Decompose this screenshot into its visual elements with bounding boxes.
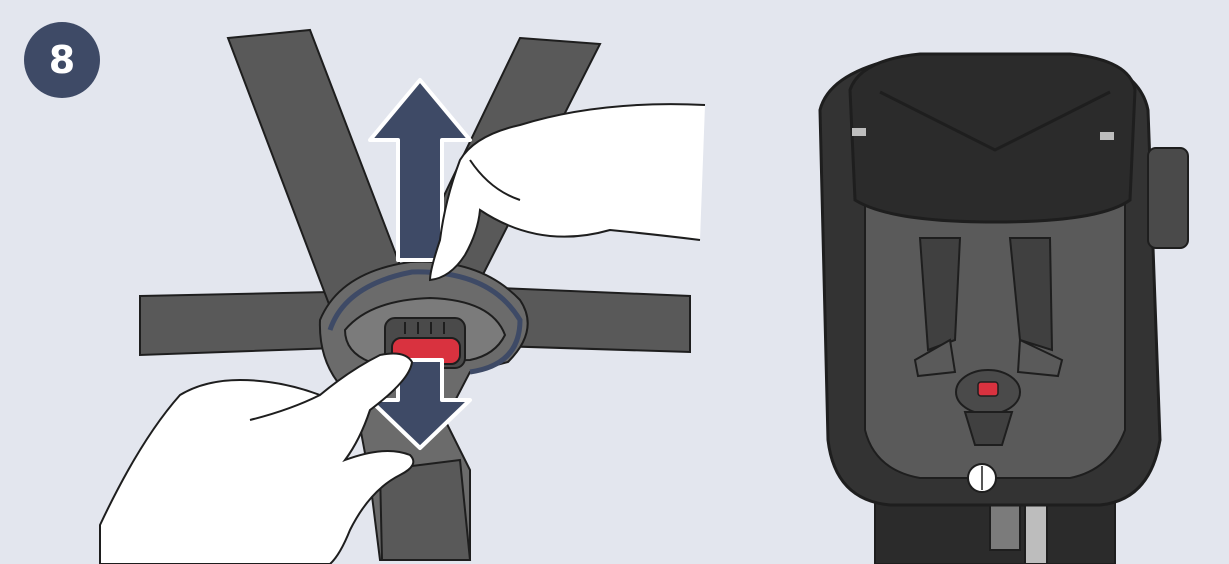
side-adjust-knob (1147, 147, 1189, 249)
seat-buckle (955, 369, 1021, 446)
harness-closeup-illustration (99, 28, 706, 564)
pulling-hand-icon (428, 103, 706, 282)
car-seat-illustration (818, 52, 1189, 564)
pointing-hand-icon (99, 352, 415, 564)
headrest (848, 52, 1137, 224)
seat-base (874, 479, 1116, 564)
up-arrow-icon (368, 78, 472, 262)
step-number-badge: 8 (24, 22, 100, 98)
seat-harness-straps (913, 237, 1064, 378)
